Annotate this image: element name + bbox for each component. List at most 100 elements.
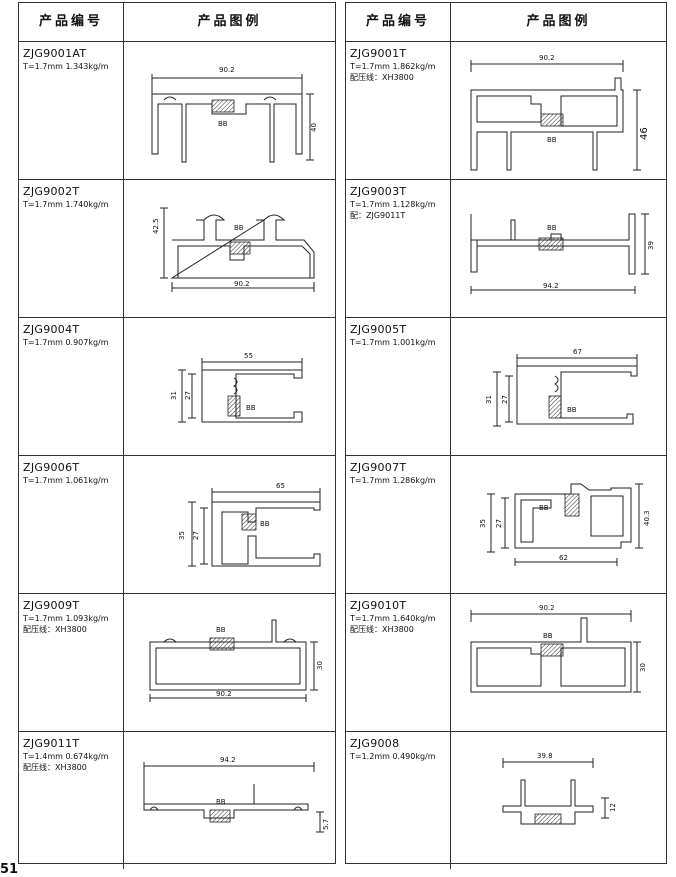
dimension-label: 27 (184, 391, 192, 400)
product-spec: T=1.2mm 0.490kg/m (350, 752, 436, 761)
product-row: ZJG9001AT T=1.7mm 1.343kg/m 90.2 40 BB (19, 42, 335, 180)
header-product-figure: 产品图例 (526, 14, 591, 29)
product-row: ZJG9002T T=1.7mm 1.740kg/m 42.5 90.2 BB (19, 180, 335, 318)
product-info-cell: ZJG9011T T=1.4mm 0.674kg/m 配压线：XH3800 (19, 732, 124, 869)
product-row: ZJG9008 T=1.2mm 0.490kg/m 39.8 12 (346, 732, 666, 869)
profile-drawing: 90.2 40 BB (151, 66, 318, 163)
profile-drawing: 39 94.2 BB (470, 213, 655, 294)
product-code: ZJG9003T (350, 185, 407, 198)
header-product-figure: 产品图例 (197, 14, 262, 29)
bb-mark: BB (216, 798, 226, 806)
product-row: ZJG9009T T=1.7mm 1.093kg/m 配压线：XH3800 30… (19, 594, 335, 732)
profile-drawing: 94.2 5.7 BB (143, 756, 330, 833)
product-row: ZJG9007T T=1.7mm 1.286kg/m 35 27 40.3 62 (346, 456, 666, 594)
dimension-label: 65 (276, 482, 285, 490)
product-spec: T=1.7mm 1.061kg/m (23, 476, 109, 485)
dimension-label: 90.2 (539, 54, 555, 62)
product-figure-cell: 94.2 5.7 BB (124, 732, 335, 869)
profile-drawing: 42.5 90.2 BB (152, 207, 315, 292)
product-row: ZJG9006T T=1.7mm 1.061kg/m 65 35 27 BB (19, 456, 335, 594)
product-spec: T=1.7mm 1.286kg/m (350, 476, 436, 485)
profile-drawing: 90.2 30 BB (470, 604, 647, 693)
dimension-label: 94.2 (220, 756, 236, 764)
dimension-label: 62 (559, 554, 568, 562)
profile-drawing: 30 90.2 BB (149, 619, 324, 702)
product-info-cell: ZJG9001AT T=1.7mm 1.343kg/m (19, 42, 124, 179)
product-extra: 配压线：XH3800 (350, 73, 414, 82)
bb-mark: BB (539, 504, 549, 512)
product-table-left: 产品编号 产品图例 ZJG9001AT T=1.7mm 1.343kg/m 90… (18, 2, 336, 869)
bb-mark: BB (246, 404, 256, 412)
product-spec: T=1.7mm 1.640kg/m (350, 614, 436, 623)
dimension-label: 31 (485, 395, 493, 404)
dimension-label: 90.2 (539, 604, 555, 612)
dimension-label: 31 (170, 391, 178, 400)
header-product-code: 产品编号 (19, 3, 124, 41)
dimension-label: 27 (501, 395, 509, 404)
product-info-cell: ZJG9010T T=1.7mm 1.640kg/m 配压线：XH3800 (346, 594, 451, 731)
profile-drawing: 67 31 27 BB (485, 348, 638, 427)
bb-mark: BB (216, 626, 226, 634)
dimension-label: 27 (495, 519, 503, 528)
product-code: ZJG9007T (350, 461, 407, 474)
product-figure-cell: 55 31 27 BB (124, 318, 335, 455)
dimension-label: 94.2 (543, 282, 559, 290)
product-spec: T=1.7mm 1.862kg/m (350, 62, 436, 71)
product-info-cell: ZJG9004T T=1.7mm 0.907kg/m (19, 318, 124, 455)
product-figure-cell: 90.2 46 BB (451, 42, 666, 179)
profile-drawing: 39.8 12 (502, 752, 617, 825)
dimension-label: 90.2 (219, 66, 235, 74)
product-row: ZJG9003T T=1.7mm 1.128kg/m 配：ZJG9011T 39… (346, 180, 666, 318)
product-row: ZJG9010T T=1.7mm 1.640kg/m 配压线：XH3800 90… (346, 594, 666, 732)
product-figure-cell: 90.2 30 BB (451, 594, 666, 731)
dimension-label: 39 (647, 241, 655, 250)
page-number: 51 (0, 862, 19, 877)
product-info-cell: ZJG9003T T=1.7mm 1.128kg/m 配：ZJG9011T (346, 180, 451, 317)
profile-drawing: 65 35 27 BB (178, 482, 321, 567)
product-spec: T=1.7mm 0.907kg/m (23, 338, 109, 347)
dimension-label: 35 (178, 531, 186, 540)
product-code: ZJG9010T (350, 599, 407, 612)
profile-drawing: 55 31 27 BB (170, 352, 303, 423)
dimension-label: 40.3 (643, 510, 651, 526)
product-info-cell: ZJG9009T T=1.7mm 1.093kg/m 配压线：XH3800 (19, 594, 124, 731)
dimension-label: 46 (639, 127, 650, 140)
bb-mark: BB (234, 224, 244, 232)
product-figure-cell: 67 31 27 BB (451, 318, 666, 455)
product-extra: 配压线：XH3800 (23, 625, 87, 634)
dimension-label: 5.7 (322, 819, 330, 830)
table-header: 产品编号 产品图例 (19, 3, 335, 42)
product-figure-cell: 35 27 40.3 62 BB (451, 456, 666, 593)
product-info-cell: ZJG9001T T=1.7mm 1.862kg/m 配压线：XH3800 (346, 42, 451, 179)
product-table-right: 产品编号 产品图例 ZJG9001T T=1.7mm 1.862kg/m 配压线… (345, 2, 667, 869)
product-spec: T=1.7mm 1.128kg/m (350, 200, 436, 209)
profile-drawing: 35 27 40.3 62 BB (479, 483, 651, 566)
dimension-label: 30 (639, 663, 647, 672)
product-spec: T=1.4mm 0.674kg/m (23, 752, 109, 761)
product-row: ZJG9001T T=1.7mm 1.862kg/m 配压线：XH3800 90… (346, 42, 666, 180)
bb-mark: BB (547, 136, 557, 144)
product-code: ZJG9008 (350, 737, 400, 750)
product-extra: 配：ZJG9011T (350, 211, 406, 220)
product-code: ZJG9006T (23, 461, 80, 474)
dimension-label: 67 (573, 348, 582, 356)
bb-mark: BB (218, 120, 228, 128)
product-figure-cell: 30 90.2 BB (124, 594, 335, 731)
dimension-label: 55 (244, 352, 253, 360)
dimension-label: 30 (316, 661, 324, 670)
product-row: ZJG9004T T=1.7mm 0.907kg/m 55 31 27 BB (19, 318, 335, 456)
product-spec: T=1.7mm 1.001kg/m (350, 338, 436, 347)
product-row: ZJG9005T T=1.7mm 1.001kg/m 67 31 27 BB (346, 318, 666, 456)
product-info-cell: ZJG9008 T=1.2mm 0.490kg/m (346, 732, 451, 869)
product-figure-cell: 42.5 90.2 BB (124, 180, 335, 317)
product-info-cell: ZJG9006T T=1.7mm 1.061kg/m (19, 456, 124, 593)
product-info-cell: ZJG9007T T=1.7mm 1.286kg/m (346, 456, 451, 593)
product-code: ZJG9005T (350, 323, 407, 336)
product-figure-cell: 39.8 12 (451, 732, 666, 869)
product-spec: T=1.7mm 1.093kg/m (23, 614, 109, 623)
bb-mark: BB (547, 224, 557, 232)
bb-mark: BB (567, 406, 577, 414)
dimension-label: 35 (479, 519, 487, 528)
dimension-label: 42.5 (152, 218, 160, 234)
product-code: ZJG9001T (350, 47, 407, 60)
